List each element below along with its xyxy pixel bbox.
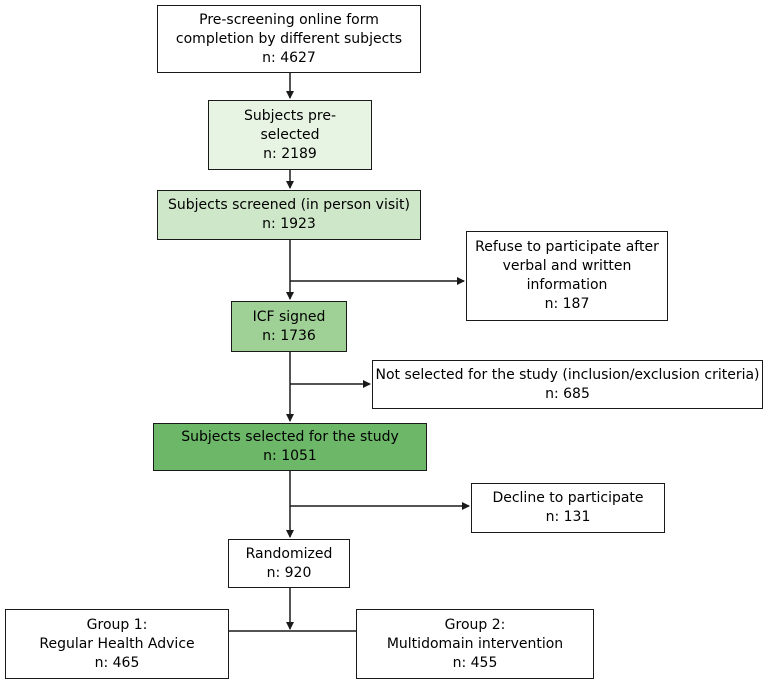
refuse-count: n: 187 (544, 296, 590, 312)
decline-box: Decline to participate n: 131 (471, 483, 665, 533)
screened-box: Subjects screened (in person visit) n: 1… (157, 190, 421, 240)
not-selected-box: Not selected for the study (inclusion/ex… (372, 360, 763, 409)
refuse-line3: information (526, 277, 608, 293)
prescreening-box: Pre-screening online form completion by … (157, 5, 421, 73)
not-selected-count: n: 685 (545, 385, 590, 402)
not-selected-label: Not selected for the study (inclusion/ex… (375, 366, 760, 383)
screened-label: Subjects screened (in person visit) (168, 197, 410, 213)
group1-title: Group 1: (86, 616, 148, 633)
icf-signed-box: ICF signed n: 1736 (231, 301, 347, 352)
preselected-line1: Subjects pre- (243, 107, 337, 124)
screened-count: n: 1923 (262, 216, 316, 232)
refuse-line2: verbal and written (502, 258, 632, 274)
preselected-line2: selected (260, 126, 320, 143)
group1-count: n: 465 (94, 654, 140, 671)
randomized-box: Randomized n: 920 (228, 539, 350, 588)
preselected-count: n: 2189 (263, 145, 317, 162)
refuse-box: Refuse to participate after verbal and w… (466, 231, 668, 321)
selected-box: Subjects selected for the study n: 1051 (153, 423, 427, 471)
refuse-line1: Refuse to participate after (475, 239, 659, 255)
group2-count: n: 455 (452, 654, 498, 671)
icf-label: ICF signed (252, 308, 326, 325)
icf-count: n: 1736 (262, 327, 316, 344)
group2-label: Multidomain intervention (386, 635, 564, 652)
group2-box: Group 2: Multidomain intervention n: 455 (356, 609, 594, 679)
randomized-label: Randomized (245, 545, 333, 562)
preselected-box: Subjects pre- selected n: 2189 (208, 100, 372, 170)
group1-label: Regular Health Advice (39, 635, 195, 652)
group2-title: Group 2: (444, 616, 506, 633)
decline-label: Decline to participate (492, 490, 644, 506)
selected-count: n: 1051 (263, 448, 317, 464)
group1-box: Group 1: Regular Health Advice n: 465 (5, 609, 229, 679)
prescreening-line2: completion by different subjects (175, 30, 403, 47)
selected-label: Subjects selected for the study (181, 429, 399, 445)
prescreening-line1: Pre-screening online form (199, 11, 379, 28)
randomized-count: n: 920 (266, 564, 312, 581)
prescreening-count: n: 4627 (262, 49, 316, 66)
decline-count: n: 131 (545, 509, 591, 525)
